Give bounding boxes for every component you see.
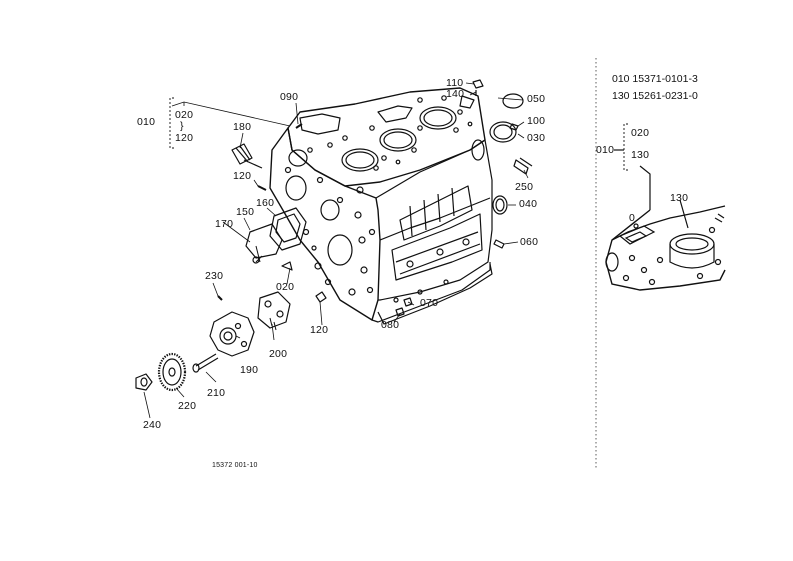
- nut-240: [135, 373, 153, 391]
- inset-label-020: 020: [631, 127, 650, 139]
- gear-220: [157, 352, 187, 392]
- plug-050: [502, 93, 524, 109]
- plug-180: [231, 143, 253, 165]
- inset-note-line1: 010 15371-0101-3: [612, 73, 698, 85]
- label-010: 010: [137, 116, 156, 128]
- label-150: 150: [236, 206, 255, 218]
- plate-150: [245, 223, 283, 259]
- drawing-code: 15372 001-10: [212, 462, 258, 469]
- label-range-mark: }: [180, 120, 184, 132]
- gasket-160: [269, 207, 307, 251]
- label-190: 190: [240, 364, 259, 376]
- label-100: 100: [527, 115, 546, 127]
- inset-label-130-group: 130: [631, 149, 650, 161]
- label-220: 220: [178, 400, 197, 412]
- inset-note-line2: 130 15261-0231-0: [612, 90, 698, 102]
- inset-label-0: 0: [629, 212, 636, 224]
- label-160: 160: [256, 197, 275, 209]
- inset-label-130: 130: [670, 192, 689, 204]
- label-110: 110: [446, 77, 464, 89]
- label-020-range: 020: [175, 109, 194, 121]
- inset-drawing: [605, 123, 726, 291]
- label-040: 040: [519, 198, 538, 210]
- label-140: 140: [446, 88, 465, 100]
- sensor-250: [513, 157, 533, 175]
- label-170: 170: [215, 218, 234, 230]
- label-070: 070: [420, 297, 439, 309]
- label-080: 080: [381, 319, 400, 331]
- oil-pump-190: [209, 311, 255, 357]
- plug-030: [489, 121, 517, 143]
- label-030: 030: [527, 132, 546, 144]
- label-020: 020: [276, 281, 295, 293]
- inset-label-010: 010: [596, 144, 615, 156]
- cylinder-block: [269, 87, 493, 325]
- label-180: 180: [233, 121, 252, 133]
- seal-040: [492, 195, 508, 215]
- label-120-range: 120: [175, 132, 194, 144]
- label-090: 090: [280, 91, 299, 103]
- label-050: 050: [527, 93, 546, 105]
- label-120: 120: [233, 170, 252, 182]
- gasket-200: [257, 291, 291, 329]
- label-250: 250: [515, 181, 534, 193]
- label-200: 200: [269, 348, 288, 360]
- label-230: 230: [205, 270, 224, 282]
- label-120-lower: 120: [310, 324, 329, 336]
- label-210: 210: [207, 387, 226, 399]
- label-240: 240: [143, 419, 162, 431]
- label-060: 060: [520, 236, 539, 248]
- bolt-210: [195, 353, 219, 371]
- leader-lines: [143, 82, 529, 419]
